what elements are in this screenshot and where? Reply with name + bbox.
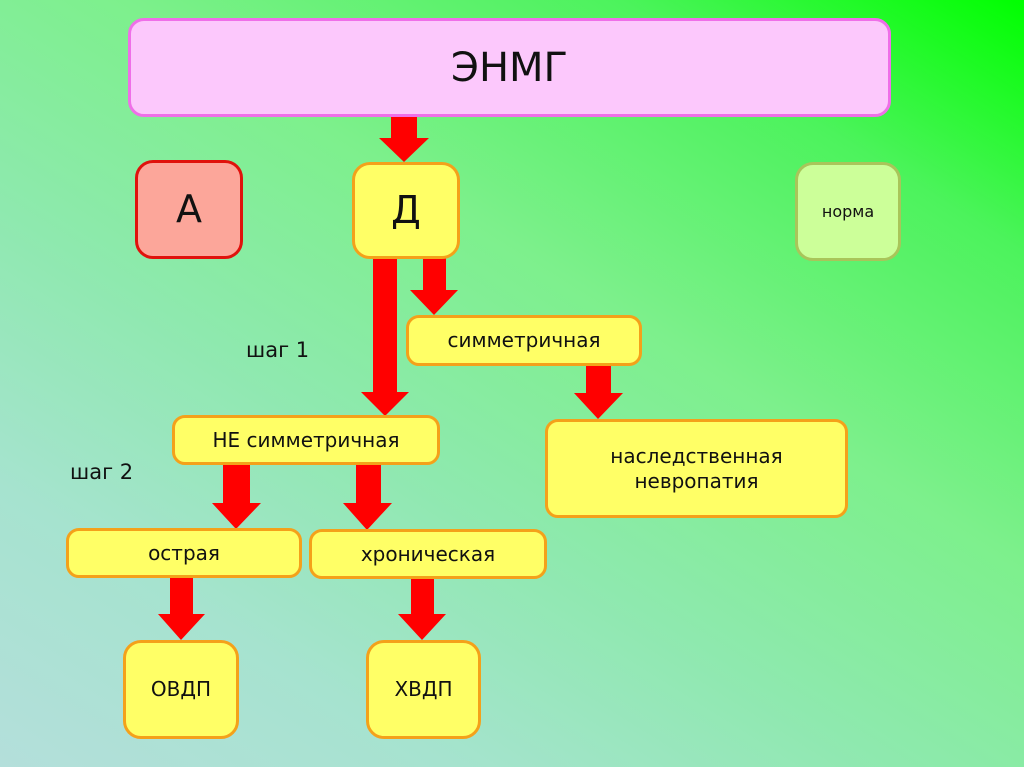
node-hereditary: наследственная невропатия (545, 419, 848, 518)
step1-label: шаг 1 (246, 338, 310, 362)
arrow-symmetric-to-hereditary (574, 364, 623, 419)
node-acute-label: острая (148, 540, 220, 565)
arrow-asymmetric-to-acute (212, 464, 261, 529)
node-hereditary-label: наследственная невропатия (610, 443, 783, 493)
arrow-d-to-asymmetric (361, 256, 409, 416)
node-symmetric: симметричная (406, 315, 642, 366)
node-hvdp: ХВДП (366, 640, 481, 739)
node-a-label: А (176, 186, 202, 231)
arrow-root-to-d (379, 114, 429, 162)
arrow-d-to-symmetric (410, 256, 458, 315)
node-a: А (135, 160, 243, 259)
node-enmg: ЭНМГ (128, 18, 891, 117)
node-asymmetric: НЕ симметричная (172, 415, 440, 465)
node-chronic-label: хроническая (360, 541, 496, 566)
node-symmetric-label: симметричная (447, 328, 601, 352)
arrow-chronic-to-hvdp (398, 576, 446, 640)
node-hvdp-label: ХВДП (394, 677, 453, 701)
node-asymmetric-label: НЕ симметричная (212, 427, 400, 452)
arrow-acute-to-ovdp (158, 576, 205, 640)
node-ovdp: ОВДП (123, 640, 239, 739)
node-d: Д (352, 162, 460, 259)
arrow-asymmetric-to-chronic (343, 464, 392, 530)
node-norm-label: норма (821, 201, 875, 221)
node-acute: острая (66, 528, 302, 578)
node-ovdp-label: ОВДП (150, 677, 212, 701)
node-enmg-label: ЭНМГ (451, 44, 568, 91)
node-d-label: Д (391, 187, 421, 232)
step2-label: шаг 2 (70, 460, 134, 484)
node-norm: норма (795, 162, 901, 261)
node-chronic: хроническая (309, 529, 547, 579)
